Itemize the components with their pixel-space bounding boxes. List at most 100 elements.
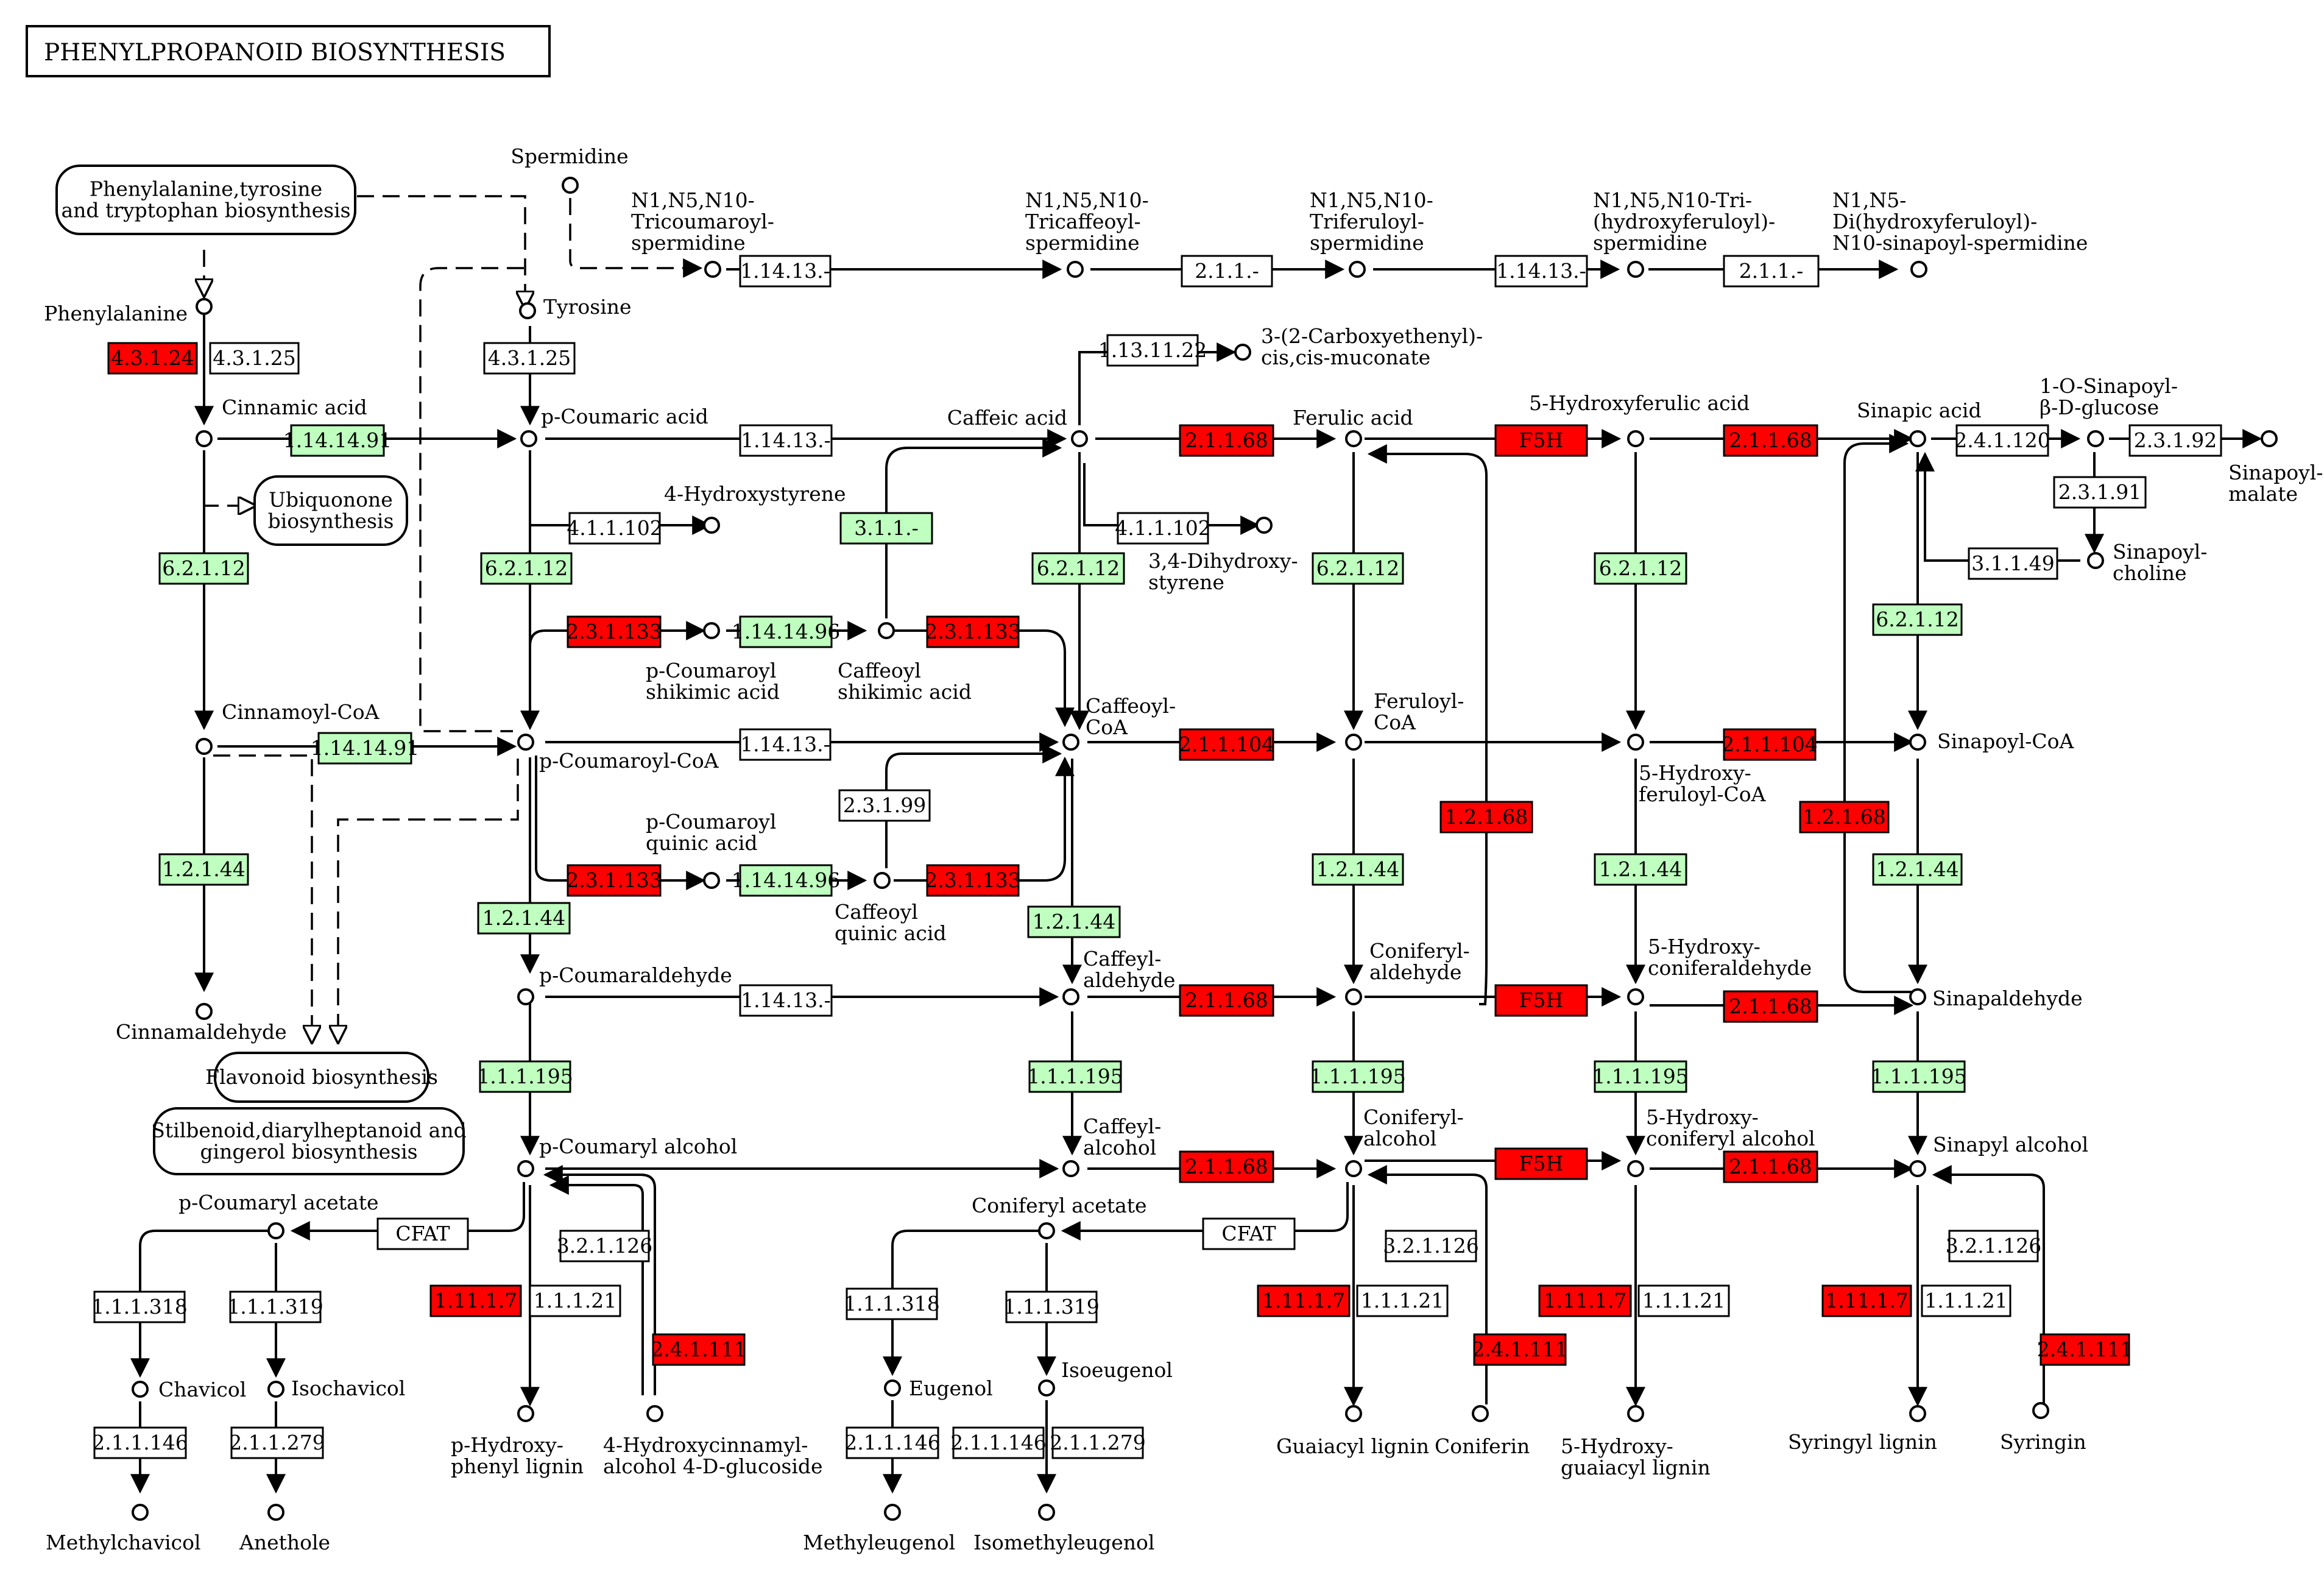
enzyme-box-e68[interactable]: 1.1.1.318	[844, 1287, 940, 1320]
compound-phydroxyphenyllignin[interactable]: p-Hydroxy-phenyl lignin	[451, 1405, 584, 1478]
enzyme-box-e30[interactable]: 1.14.14.91	[311, 732, 419, 765]
enzyme-box-e23[interactable]: 6.2.1.12	[1031, 552, 1125, 585]
compound-node[interactable]	[703, 517, 720, 534]
compound-node[interactable]	[1062, 1160, 1079, 1177]
compound-dihydroxyferuloyl[interactable]: N1,N5-Di(hydroxyferuloyl)-N10-sinapoyl-s…	[1832, 188, 2088, 278]
compound-node[interactable]	[704, 261, 721, 278]
enzyme-box-e19[interactable]: 3.1.1.-	[839, 512, 933, 545]
compound-node[interactable]	[1910, 261, 1927, 278]
compound-node[interactable]	[2087, 430, 2104, 447]
compound-triferuloyl[interactable]: N1,N5,N10-Triferuloyl-spermidine	[1310, 188, 1433, 278]
compound-hydroxyferuloylcoa[interactable]: 5-Hydroxy-feruloyl-CoA	[1627, 734, 1767, 806]
enzyme-box-e9[interactable]: 1.14.14.91	[283, 424, 392, 457]
compound-node[interactable]	[1349, 261, 1366, 278]
enzyme-box-e14[interactable]: 2.4.1.120	[1954, 424, 2050, 457]
compound-dihydroxystyrene[interactable]: 3,4-Dihydroxy-styrene	[1148, 517, 1298, 594]
compound-feruloylcoa[interactable]: Feruloyl-CoA	[1345, 689, 1464, 751]
compound-sinapylalcohol[interactable]: Sinapyl alcohol	[1909, 1133, 2088, 1177]
enzyme-box-e37[interactable]: 2.3.1.133	[566, 864, 662, 897]
enzyme-box-e73[interactable]: 1.11.1.7	[1538, 1284, 1632, 1317]
compound-node[interactable]	[1345, 988, 1362, 1005]
compound-node[interactable]	[1627, 261, 1644, 278]
compound-node[interactable]	[1909, 1160, 1926, 1177]
enzyme-box-e46[interactable]: 1.14.13.-	[739, 984, 833, 1017]
compound-sinapoylmalate[interactable]: Sinapoyl-malate	[2228, 430, 2323, 506]
compound-sinapic[interactable]: Sinapic acid	[1857, 398, 1982, 447]
compound-node[interactable]	[1067, 261, 1084, 278]
compound-isoeugenol[interactable]: Isoeugenol	[1038, 1358, 1173, 1397]
compound-node[interactable]	[884, 1504, 901, 1521]
enzyme-box-e47[interactable]: 2.1.1.68	[1179, 984, 1274, 1017]
compound-node[interactable]	[1062, 734, 1079, 751]
compound-caffeylalcohol[interactable]: Caffeyl-alcohol	[1062, 1114, 1161, 1177]
enzyme-box-e78[interactable]: 2.1.1.146	[92, 1426, 188, 1459]
enzyme-box-e22[interactable]: 6.2.1.12	[480, 552, 573, 585]
enzyme-box-e5[interactable]: 2.1.1.-	[1181, 255, 1273, 288]
compound-spermidine[interactable]: Spermidine	[510, 144, 629, 194]
compound-node[interactable]	[2261, 430, 2278, 447]
enzyme-box-e3[interactable]: 4.3.1.25	[483, 342, 576, 375]
compound-isomethyleugenol[interactable]: Isomethyleugenol	[973, 1504, 1154, 1554]
enzyme-box-e20[interactable]: 4.1.1.102	[1115, 512, 1211, 545]
compound-node[interactable]	[1627, 1160, 1644, 1177]
enzyme-box-e26[interactable]: 6.2.1.12	[1872, 603, 1963, 636]
compound-node[interactable]	[196, 1003, 213, 1020]
enzyme-box-e55[interactable]: 2.1.1.68	[1179, 1150, 1274, 1183]
compound-node[interactable]	[562, 177, 579, 194]
compound-node[interactable]	[878, 622, 895, 639]
enzyme-box-e76[interactable]: 1.1.1.21	[1921, 1284, 2011, 1317]
enzyme-box-e60[interactable]: 3.2.1.126	[557, 1230, 652, 1262]
enzyme-box-e41[interactable]: 1.2.1.44	[1312, 853, 1404, 886]
compound-methylchavicol[interactable]: Methylchavicol	[46, 1504, 201, 1554]
enzyme-box-e71[interactable]: 1.1.1.21	[1356, 1284, 1449, 1317]
compound-hydroxystyrene[interactable]: 4-Hydroxystyrene	[664, 482, 846, 534]
compound-node[interactable]	[1627, 734, 1644, 751]
compound-node[interactable]	[132, 1381, 149, 1398]
compound-node[interactable]	[517, 734, 534, 751]
enzyme-box-e35[interactable]: 1.2.1.68	[1439, 801, 1533, 834]
compound-node[interactable]	[267, 1504, 284, 1521]
enzyme-box-e17[interactable]: 3.1.1.49	[1968, 547, 2058, 580]
compound-node[interactable]	[1627, 430, 1644, 447]
compound-node[interactable]	[196, 430, 213, 447]
enzyme-box-e61[interactable]: 3.2.1.126	[1383, 1230, 1479, 1262]
compound-node[interactable]	[267, 1381, 284, 1398]
enzyme-box-e79[interactable]: 2.1.1.279	[229, 1426, 325, 1459]
compound-node[interactable]	[1345, 1160, 1362, 1177]
compound-node[interactable]	[132, 1504, 149, 1521]
enzyme-box-e31[interactable]: 1.14.13.-	[739, 728, 832, 761]
map-link-m_fla[interactable]: Flavonoid biosynthesis	[205, 1052, 438, 1103]
enzyme-box-e80[interactable]: 2.1.1.146	[844, 1426, 941, 1459]
enzyme-box-e72[interactable]: 2.4.1.111	[1472, 1333, 1568, 1366]
compound-methyleugenol[interactable]: Methyleugenol	[803, 1504, 955, 1554]
compound-chavicol[interactable]: Chavicol	[132, 1378, 246, 1401]
enzyme-box-e25[interactable]: 6.2.1.12	[1594, 552, 1687, 585]
compound-node[interactable]	[1345, 1405, 1362, 1422]
compound-node[interactable]	[517, 1405, 534, 1422]
enzyme-box-e36[interactable]: 1.2.1.68	[1799, 801, 1890, 834]
compound-ferulic[interactable]: Ferulic acid	[1293, 406, 1413, 447]
enzyme-box-e81[interactable]: 2.1.1.146	[950, 1426, 1047, 1459]
enzyme-box-e54[interactable]: 1.1.1.195	[1871, 1060, 1967, 1093]
enzyme-box-e51[interactable]: 1.1.1.195	[1027, 1060, 1123, 1093]
compound-cinnamaldehyde[interactable]: Cinnamaldehyde	[116, 1003, 287, 1044]
compound-node[interactable]	[1256, 517, 1273, 534]
compound-node[interactable]	[1038, 1379, 1055, 1397]
compound-node[interactable]	[703, 622, 720, 639]
compound-pcoumarylacetate[interactable]: p-Coumaryl acetate	[178, 1191, 379, 1239]
enzyme-box-e1[interactable]: 4.3.1.24	[107, 342, 198, 375]
enzyme-box-e64[interactable]: 1.1.1.319	[227, 1291, 323, 1323]
enzyme-box-e27[interactable]: 2.3.1.133	[566, 615, 662, 648]
enzyme-box-e4[interactable]: 1.14.13.-	[739, 255, 832, 288]
compound-pcoumaraldehyde[interactable]: p-Coumaraldehyde	[517, 963, 732, 1005]
compound-syringin[interactable]: Syringin	[2000, 1402, 2086, 1454]
enzyme-box-e24[interactable]: 6.2.1.12	[1312, 552, 1404, 585]
compound-anethole[interactable]: Anethole	[239, 1504, 330, 1554]
compound-node[interactable]	[1909, 734, 1926, 751]
enzyme-box-e58[interactable]: CFAT	[376, 1217, 469, 1250]
compound-hydroxyferulic[interactable]: 5-Hydroxyferulic acid	[1529, 391, 1750, 447]
compound-node[interactable]	[1909, 1405, 1926, 1422]
